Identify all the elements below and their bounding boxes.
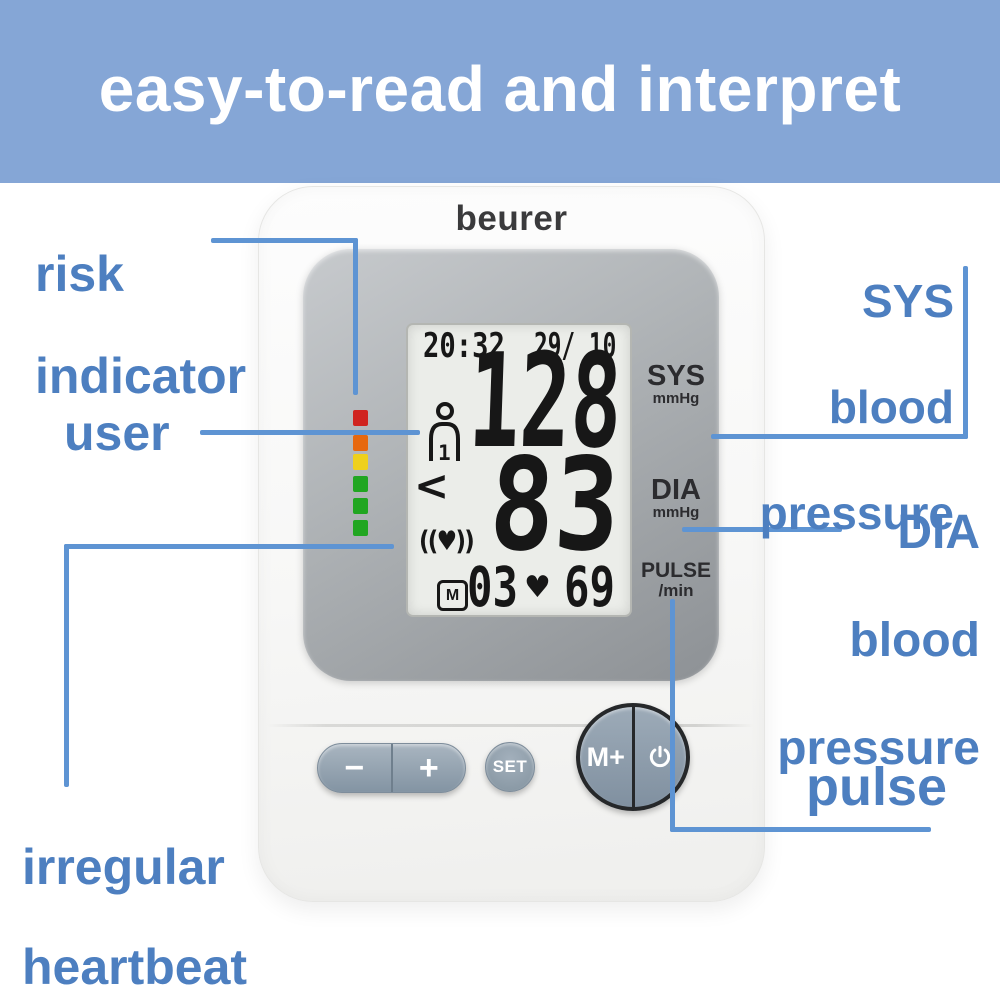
risk-indicator-segment-yellow — [353, 454, 368, 470]
lcd-date: 29/ 10 — [534, 326, 617, 366]
dia-unit-text: mmHg — [652, 504, 700, 521]
dia-label-line1: DIA — [897, 506, 980, 559]
sys-text: SYS — [646, 360, 706, 392]
risk-indicator-segment-green1 — [353, 476, 368, 492]
power-button — [635, 744, 687, 770]
risk-indicator-segment-red — [353, 410, 368, 426]
sys-unit-text: mmHg — [652, 390, 700, 407]
sys-blood-pressure-label: SYS blood pressure — [760, 222, 954, 593]
sys-callout-line-vertical — [963, 266, 968, 439]
risk-indicator-callout-line-vertical — [353, 238, 358, 395]
lcd-pulse-value: 69 — [564, 555, 616, 619]
irregular-heartbeat-callout-line-vertical — [64, 544, 69, 787]
display-panel: 20:32 29/ 10 128 83 1 < ((♥)) M 03 ♥ 69 … — [303, 249, 719, 681]
risk-indicator-label: risk indicator — [35, 198, 246, 453]
risk-indicator-segment-green2 — [353, 498, 368, 514]
set-button: SET — [485, 742, 535, 792]
minus-button: − — [344, 749, 365, 787]
risk-indicator-label-line2: indicator — [35, 348, 247, 404]
panel-label-pulse: PULSE /min — [633, 560, 719, 600]
irregular-heartbeat-icon: ((♥)) — [419, 526, 475, 557]
memory-icon: M — [437, 580, 468, 611]
panel-label-dia: DIA mmHg — [633, 475, 719, 521]
risk-indicator-callout-line-horizontal — [211, 238, 358, 243]
pulse-callout-line-vertical — [670, 599, 675, 832]
sys-label-line2: blood — [828, 381, 954, 433]
pulse-label: pulse — [806, 757, 948, 817]
blood-pressure-monitor: beurer 20:32 29/ 10 128 83 1 < ((♥)) M 0… — [258, 186, 765, 902]
user-number: 1 — [438, 441, 451, 463]
dia-text: DIA — [651, 474, 701, 506]
hb-label-line2: heartbeat — [22, 939, 248, 995]
dia-callout-line — [682, 527, 842, 532]
pulse-unit-text: /min — [658, 581, 694, 600]
plus-button: + — [418, 749, 439, 787]
user-callout-line — [200, 430, 420, 435]
minus-plus-button: − + — [317, 743, 466, 793]
risk-indicator-segment-orange — [353, 435, 368, 451]
irregular-heartbeat-detector-label: irregular heartbeat detector — [22, 792, 247, 1000]
button-divider — [631, 707, 635, 807]
sys-callout-line-horizontal — [711, 434, 968, 439]
housing-seam — [267, 724, 754, 727]
pulse-callout-line-horizontal — [670, 827, 931, 832]
button-divider — [390, 744, 393, 792]
sys-label-line3: pressure — [759, 487, 954, 539]
user-label: user — [64, 405, 170, 461]
panel-label-sys: SYS mmHg — [633, 361, 719, 407]
risk-indicator-segment-green3 — [353, 520, 368, 536]
lcd-screen: 20:32 29/ 10 128 83 1 < ((♥)) M 03 ♥ 69 — [406, 323, 632, 617]
dia-label-line3: pressure — [777, 722, 980, 775]
user-icon: 1 — [429, 402, 460, 463]
banner-title: easy-to-read and interpret — [98, 52, 902, 125]
heart-icon: ♥ — [524, 570, 551, 605]
sys-label-line1: SYS — [861, 275, 954, 327]
brand-logo: beurer — [455, 199, 568, 238]
memory-button: M+ — [586, 741, 625, 772]
risk-indicator-label-line1: risk — [35, 246, 124, 302]
hb-label-line1: irregular — [22, 839, 225, 895]
dia-label-line2: blood — [849, 614, 980, 667]
lcd-dia-value: 83 — [486, 431, 623, 580]
irregular-heartbeat-callout-line-horizontal — [64, 544, 394, 549]
memory-cursor-icon: < — [414, 461, 450, 510]
lcd-memory-value: 03 — [467, 555, 519, 619]
dia-blood-pressure-label: DIA blood pressure — [777, 452, 980, 830]
banner: easy-to-read and interpret — [0, 0, 1000, 183]
power-icon — [650, 745, 671, 768]
lcd-time: 20:32 — [423, 326, 505, 366]
pulse-text: PULSE — [640, 559, 711, 582]
